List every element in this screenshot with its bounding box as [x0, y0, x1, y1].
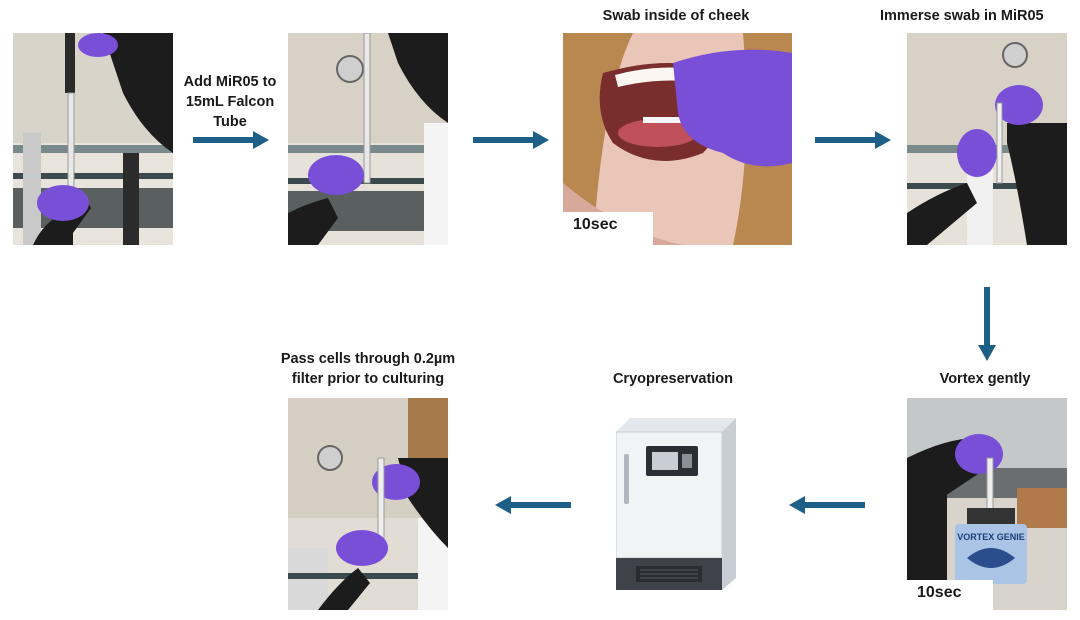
label-filter-line2: filter prior to culturing: [291, 371, 445, 387]
photo-pipette-mir05: [13, 33, 173, 245]
time-badge-swab: 10sec: [563, 212, 653, 245]
arrow-left-1: [789, 496, 865, 514]
label-filter-line1: Pass cells through 0.2µm: [280, 351, 456, 367]
vortex-device-text: VORTEX GENIE: [957, 532, 1025, 542]
label-filter: Pass cells through 0.2µm filter prior to…: [232, 349, 504, 389]
freezer-icon: [616, 418, 736, 590]
label-immerse-swab: Immerse swab in MiR05: [880, 8, 1044, 24]
photo-falcon-tube: [288, 33, 448, 245]
label-add-mir05-line2: 15mL Falcon: [185, 94, 275, 110]
photo-cheek-swab: [563, 33, 792, 245]
arrow-right-1: [193, 131, 269, 149]
photo-filter-cells: [288, 398, 448, 610]
arrow-right-3: [815, 131, 891, 149]
label-swab-cheek: Swab inside of cheek: [602, 8, 750, 24]
time-badge-vortex: 10sec: [907, 580, 993, 614]
label-add-mir05-line3: Tube: [213, 114, 247, 130]
photo-immerse-swab: [907, 33, 1067, 245]
label-add-mir05-line1: Add MiR05 to: [183, 74, 277, 90]
arrow-down: [978, 287, 996, 361]
arrow-left-2: [495, 496, 571, 514]
arrow-right-2: [473, 131, 549, 149]
photo-vortex: VORTEX GENIE: [907, 398, 1067, 610]
label-add-mir05: Add MiR05 to 15mL Falcon Tube: [172, 72, 288, 132]
label-vortex: Vortex gently: [939, 371, 1031, 387]
label-cryopreservation: Cryopreservation: [612, 371, 734, 387]
